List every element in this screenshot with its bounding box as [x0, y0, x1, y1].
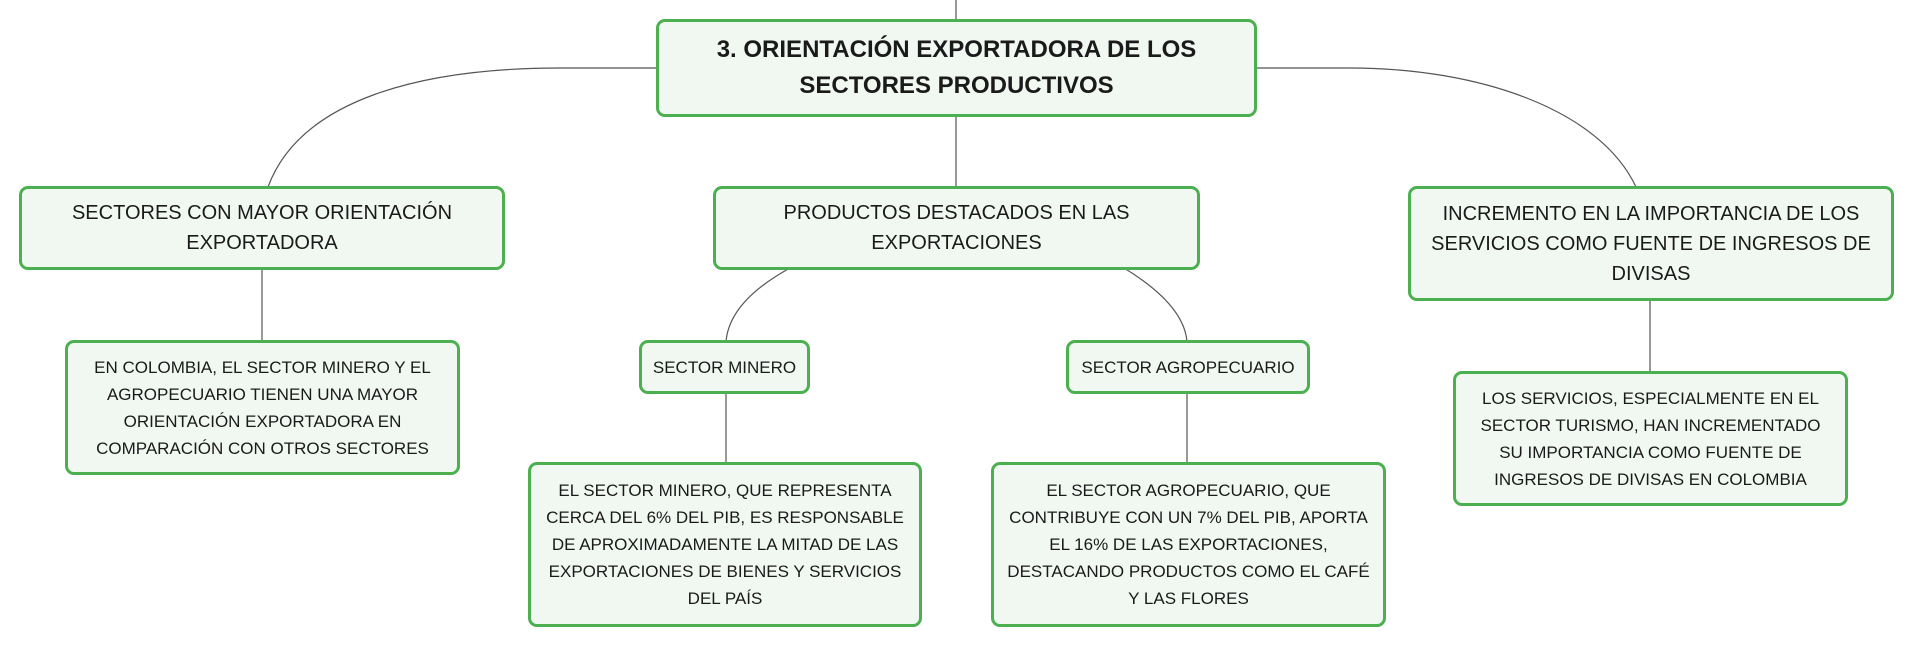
- connector-root-branch3: [1256, 67, 1637, 188]
- detail-node-minero[interactable]: EL SECTOR MINERO, QUE REPRESENTA CERCA D…: [528, 462, 922, 627]
- branch-node-productos[interactable]: PRODUCTOS DESTACADOS EN LAS EXPORTACIONE…: [713, 186, 1200, 270]
- root-node-label: 3. ORIENTACIÓN EXPORTADORA DE LOS SECTOR…: [716, 36, 1197, 99]
- branch-node-sectores[interactable]: SECTORES CON MAYOR ORIENTACIÓN EXPORTADO…: [19, 186, 505, 270]
- subnode-sector-agropecuario-label: SECTOR AGROPECUARIO: [1081, 357, 1295, 377]
- connector-root-branch1: [267, 67, 657, 188]
- branch-node-sectores-label: SECTORES CON MAYOR ORIENTACIÓN EXPORTADO…: [71, 202, 453, 254]
- detail-node-servicios-text: LOS SERVICIOS, ESPECIALMENTE EN EL SECTO…: [1480, 388, 1821, 489]
- root-node[interactable]: 3. ORIENTACIÓN EXPORTADORA DE LOS SECTOR…: [656, 19, 1257, 117]
- branch-node-productos-label: PRODUCTOS DESTACADOS EN LAS EXPORTACIONE…: [783, 202, 1130, 254]
- subnode-sector-minero[interactable]: SECTOR MINERO: [639, 340, 810, 394]
- detail-node-servicios[interactable]: LOS SERVICIOS, ESPECIALMENTE EN EL SECTO…: [1453, 371, 1848, 506]
- branch-node-servicios-label: INCREMENTO EN LA IMPORTANCIA DE LOS SERV…: [1431, 202, 1871, 285]
- branch-node-servicios[interactable]: INCREMENTO EN LA IMPORTANCIA DE LOS SERV…: [1408, 186, 1894, 301]
- subnode-sector-minero-label: SECTOR MINERO: [652, 357, 797, 377]
- detail-node-sectores[interactable]: EN COLOMBIA, EL SECTOR MINERO Y EL AGROP…: [65, 340, 460, 475]
- detail-node-agropecuario-text: EL SECTOR AGROPECUARIO, QUE CONTRIBUYE C…: [1007, 481, 1370, 608]
- connector-branch2-agro: [1123, 267, 1188, 343]
- connector-branch2-minero: [725, 267, 791, 343]
- detail-node-sectores-text: EN COLOMBIA, EL SECTOR MINERO Y EL AGROP…: [94, 357, 431, 458]
- detail-node-agropecuario[interactable]: EL SECTOR AGROPECUARIO, QUE CONTRIBUYE C…: [991, 462, 1386, 627]
- detail-node-minero-text: EL SECTOR MINERO, QUE REPRESENTA CERCA D…: [546, 481, 904, 608]
- subnode-sector-agropecuario[interactable]: SECTOR AGROPECUARIO: [1066, 340, 1310, 394]
